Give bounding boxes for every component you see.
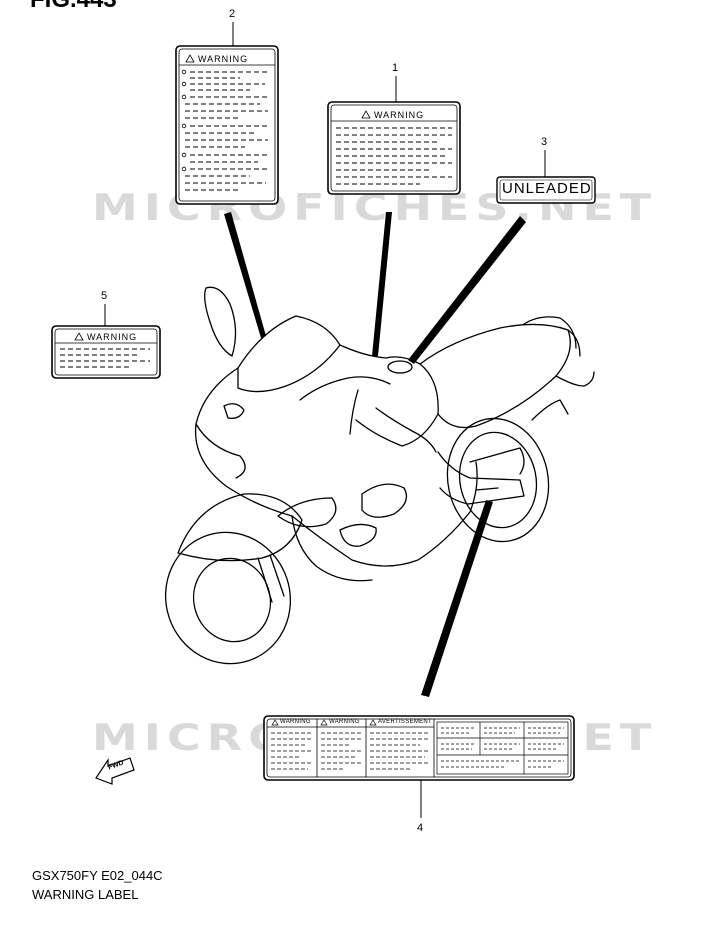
pointer-lines [224,212,526,697]
label-5-heading: WARNING [87,332,138,342]
fwd-arrow-icon [95,757,135,785]
figure-title: FIG.443 [30,0,117,14]
label-2-sticker [175,22,279,205]
warning-triangle-icon [185,54,195,63]
motorcycle-illustration [164,286,595,665]
callout-3: 3 [541,136,548,148]
warning-triangle-icon [74,332,84,341]
callout-5: 5 [101,290,108,302]
label-4-heading-1: WARNING [280,719,311,725]
label-3-text: UNLEADED [502,180,592,197]
diagram-name: WARNING LABEL [32,887,139,902]
label-1-sticker [327,76,461,195]
warning-triangle-icon [361,110,371,119]
callout-2: 2 [229,8,236,20]
label-4-heading-3: AVERTISSEMENT [378,719,433,725]
label-5-sticker [51,304,161,379]
label-3-sticker [496,150,596,204]
label-2-heading: WARNING [198,54,249,64]
model-code: GSX750FY E02_044C [32,868,163,883]
callout-4: 4 [417,822,424,834]
label-4-heading-2: WARNING [329,719,360,725]
label-1-heading: WARNING [374,110,425,120]
label-4-sticker [263,715,575,818]
callout-1: 1 [392,62,399,74]
